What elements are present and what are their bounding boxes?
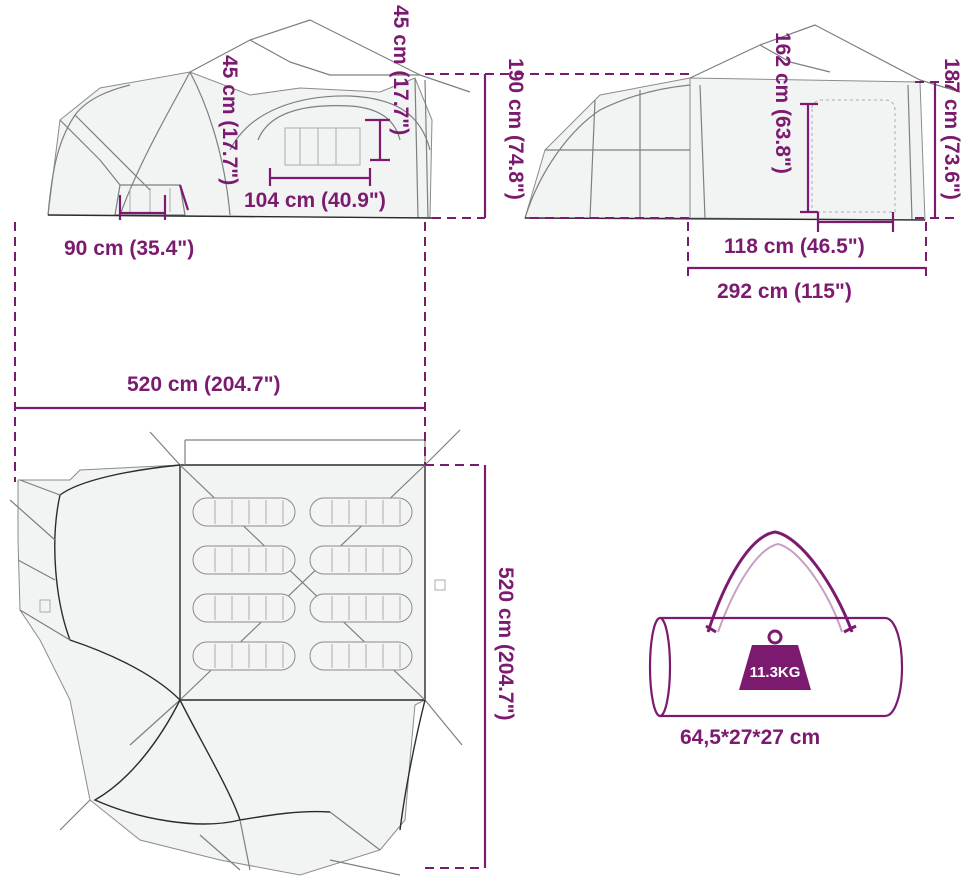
dimension-lines <box>14 73 960 869</box>
sleeping-bags <box>192 497 413 671</box>
dimension-labels: 90 cm (35.4") 104 cm (40.9") 45 cm (17.7… <box>64 5 963 749</box>
tent-front-view-icon <box>47 19 471 219</box>
floor-width-label: 520 cm (204.7") <box>127 373 281 396</box>
window-width-label: 104 cm (40.9") <box>244 189 386 212</box>
sleeping-bag-icon <box>192 593 296 623</box>
weight-icon <box>739 629 811 690</box>
sleeping-bag-icon <box>192 641 296 671</box>
sleeping-bag-icon <box>192 497 296 527</box>
window-height-right-label: 45 cm (17.7") <box>389 5 412 135</box>
door-front-width-label: 90 cm (35.4") <box>64 237 194 260</box>
bag-size-label: 64,5*27*27 cm <box>680 726 820 749</box>
sleeping-bag-icon <box>192 545 296 575</box>
tent-side-view-icon <box>524 24 961 221</box>
sleeping-bag-icon <box>309 641 413 671</box>
sleeping-bag-icon <box>309 545 413 575</box>
door-height-label: 162 cm (63.8") <box>771 32 794 174</box>
side-height-label: 187 cm (73.6") <box>940 58 963 200</box>
window-height-left-label: 45 cm (17.7") <box>218 55 241 185</box>
bag-weight-label: 11.3KG <box>750 664 801 681</box>
sleeping-bag-icon <box>309 497 413 527</box>
carry-bag-icon <box>648 530 904 718</box>
side-width-label: 292 cm (115") <box>717 280 852 303</box>
door-width-label: 118 cm (46.5") <box>724 235 865 258</box>
floor-length-label: 520 cm (204.7") <box>494 567 517 721</box>
sleeping-bag-icon <box>309 593 413 623</box>
tent-height-label: 190 cm (74.8") <box>504 58 527 200</box>
